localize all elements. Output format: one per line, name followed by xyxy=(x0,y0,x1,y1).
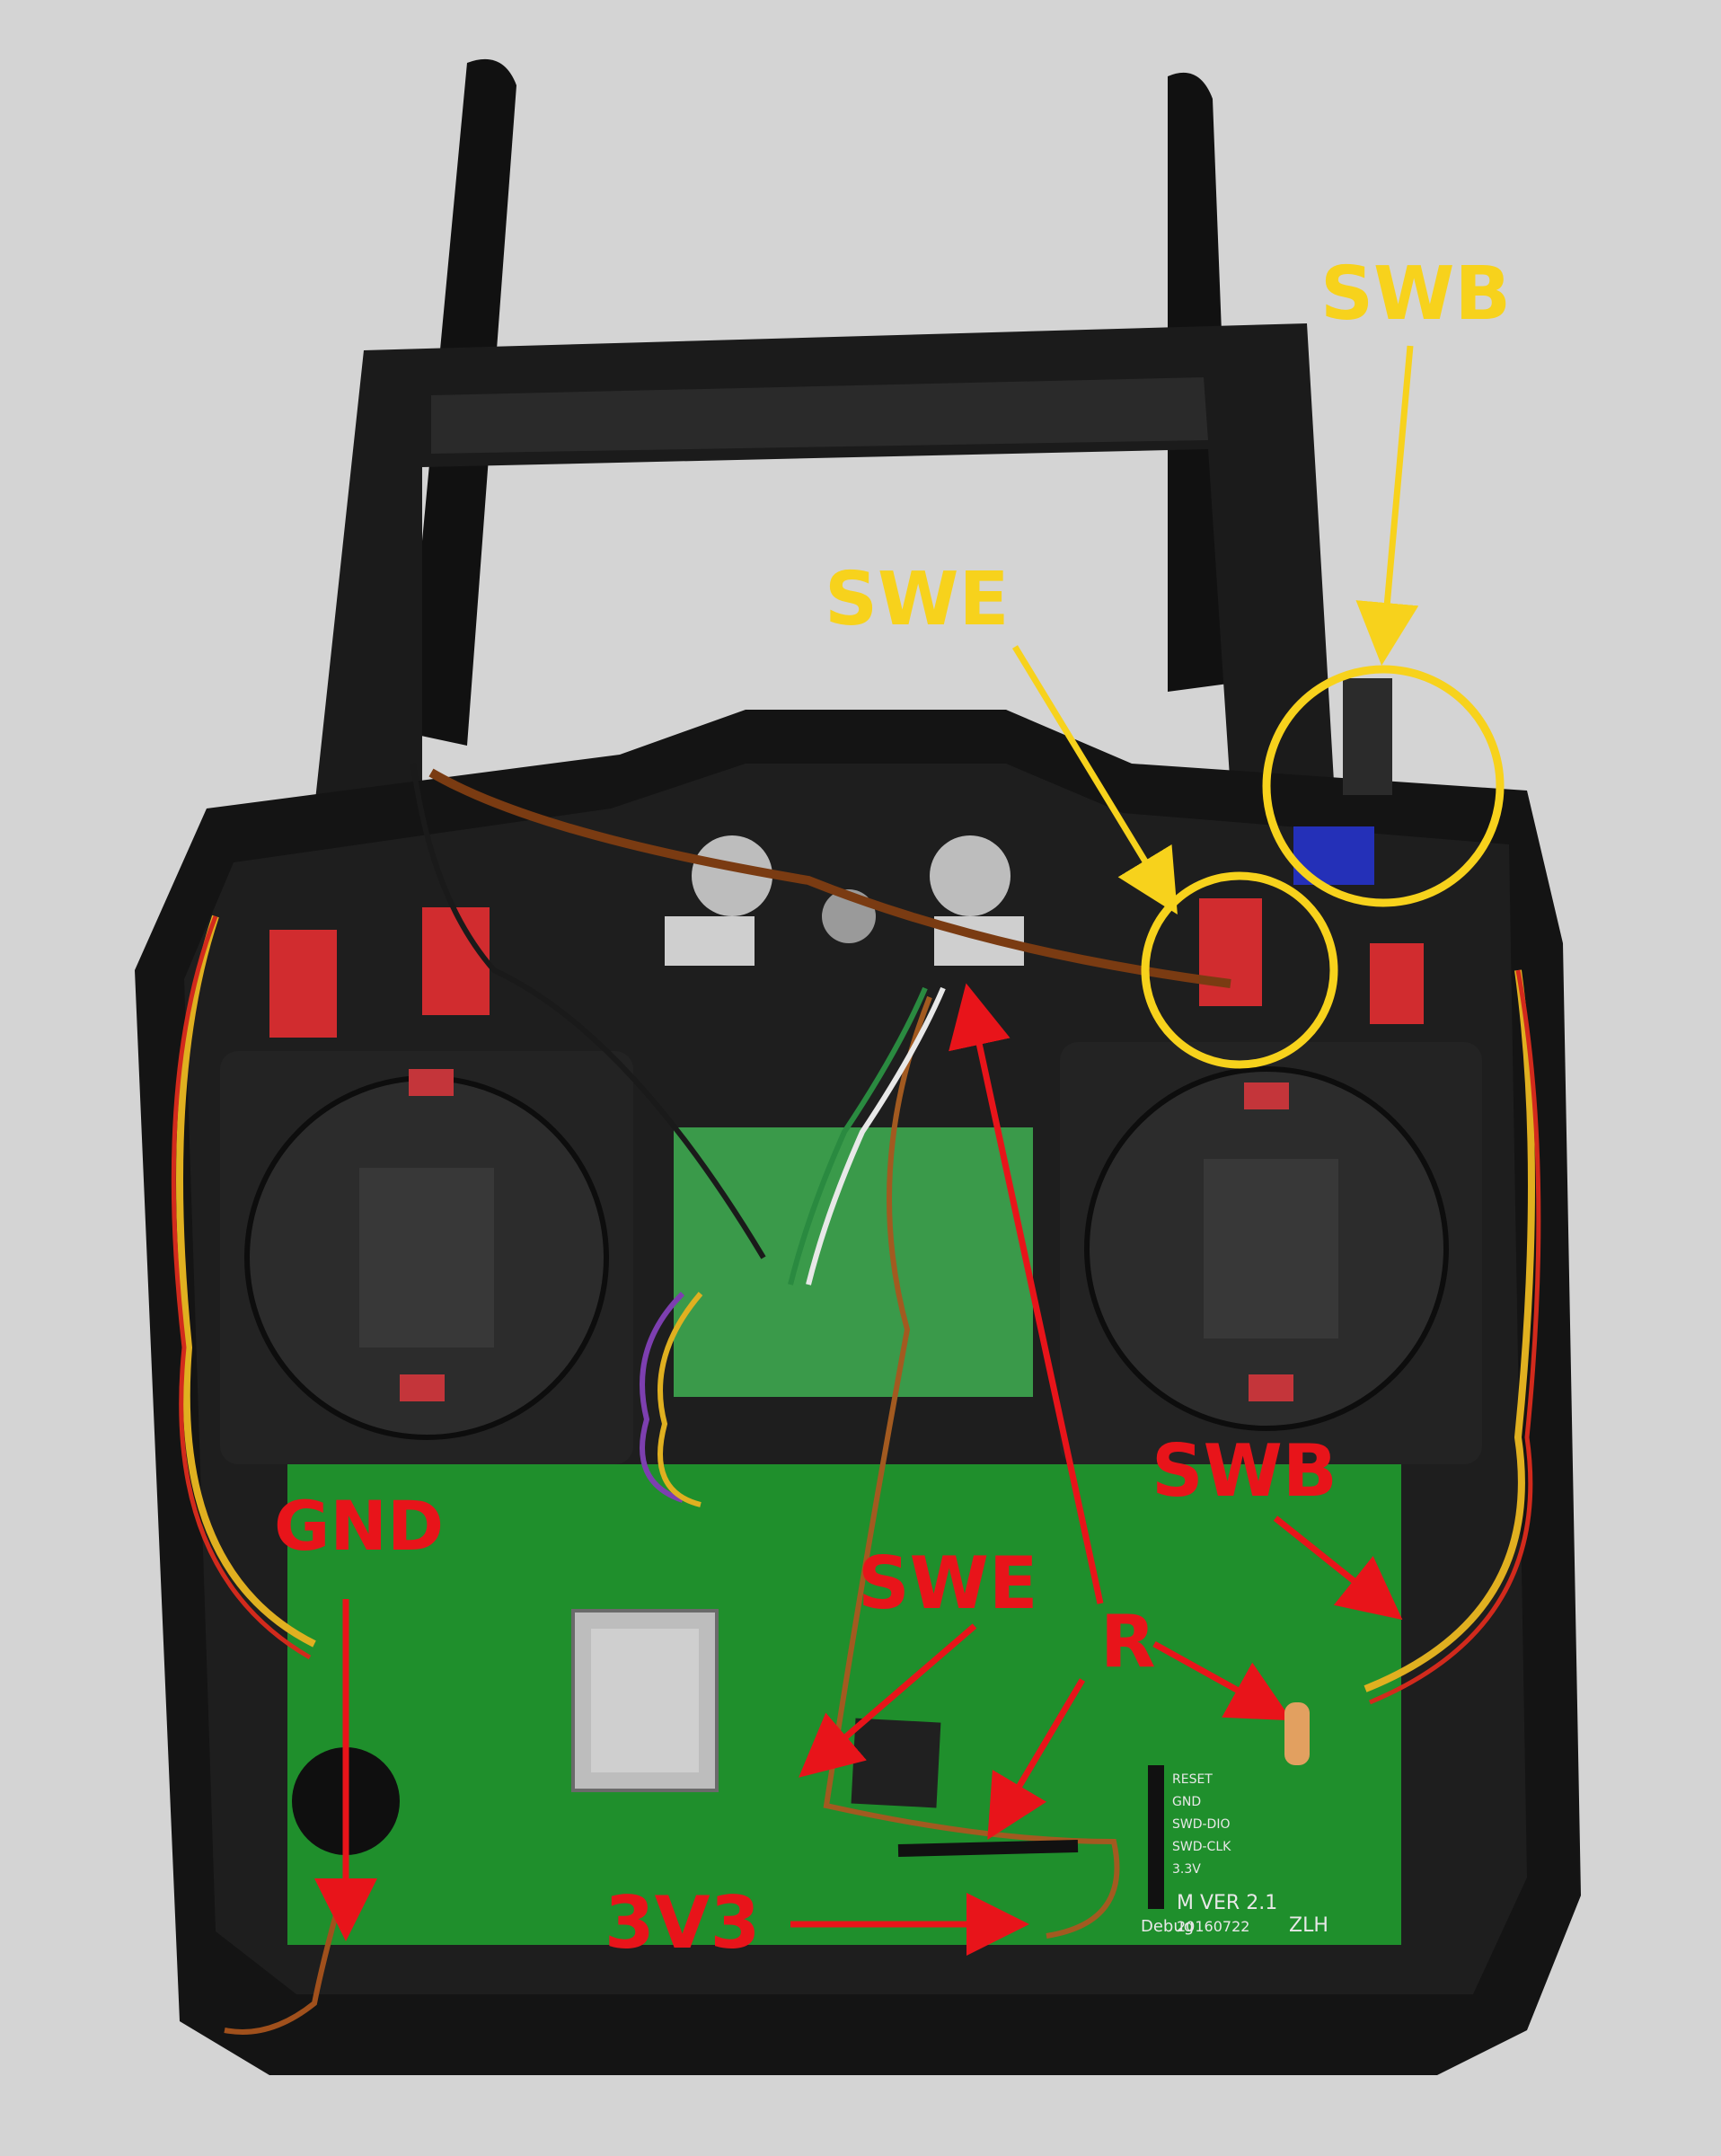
r-label: R xyxy=(1100,1600,1156,1683)
r-arrow-up xyxy=(949,983,1104,1604)
swb-switch-circle xyxy=(1262,665,1505,907)
r-arrow-resistor xyxy=(1152,1640,1293,1721)
gnd-label: GND xyxy=(274,1486,444,1566)
left-gimbal xyxy=(220,1051,633,1464)
display-board xyxy=(674,1127,1033,1397)
swe-top-label: SWE xyxy=(825,557,1010,642)
swe-switch-circle xyxy=(1141,871,1338,1069)
yellow-annotations: SWB SWE xyxy=(825,252,1511,1069)
pin-label-gnd: GND xyxy=(1172,1795,1201,1809)
mcu-chip xyxy=(851,1718,941,1808)
right-gimbal xyxy=(1060,1042,1482,1464)
debug-header xyxy=(1148,1765,1164,1909)
swb-top-label: SWB xyxy=(1320,252,1511,337)
r-arrow-chip xyxy=(987,1678,1086,1841)
board-version: M VER 2.1 xyxy=(1177,1892,1277,1914)
pin-label-swd-clk: SWD-CLK xyxy=(1172,1840,1231,1854)
swe-board-label: SWE xyxy=(858,1542,1038,1625)
top-components xyxy=(269,678,1424,1038)
wires xyxy=(171,763,1541,2035)
carry-handle xyxy=(314,323,1334,808)
debug-label: Debug xyxy=(1141,1917,1194,1936)
swb-board-label: SWB xyxy=(1152,1429,1337,1513)
swb-board-arrow xyxy=(1273,1515,1403,1621)
red-annotations: GND SWB SWE R 3V3 xyxy=(274,983,1403,1965)
swe-top-arrow xyxy=(1012,645,1178,915)
resistor xyxy=(1284,1702,1310,1765)
pin-label-swd-dio: SWD-DIO xyxy=(1172,1817,1231,1832)
3v3-label: 3V3 xyxy=(605,1881,760,1965)
pin-label-3v3: 3.3V xyxy=(1172,1862,1201,1877)
board-initials: ZLH xyxy=(1289,1914,1328,1937)
swb-top-arrow xyxy=(1355,345,1419,666)
swe-board-arrow xyxy=(799,1623,977,1778)
pin-label-reset: RESET xyxy=(1172,1772,1213,1787)
board-date: 20160722 xyxy=(1177,1918,1249,1935)
